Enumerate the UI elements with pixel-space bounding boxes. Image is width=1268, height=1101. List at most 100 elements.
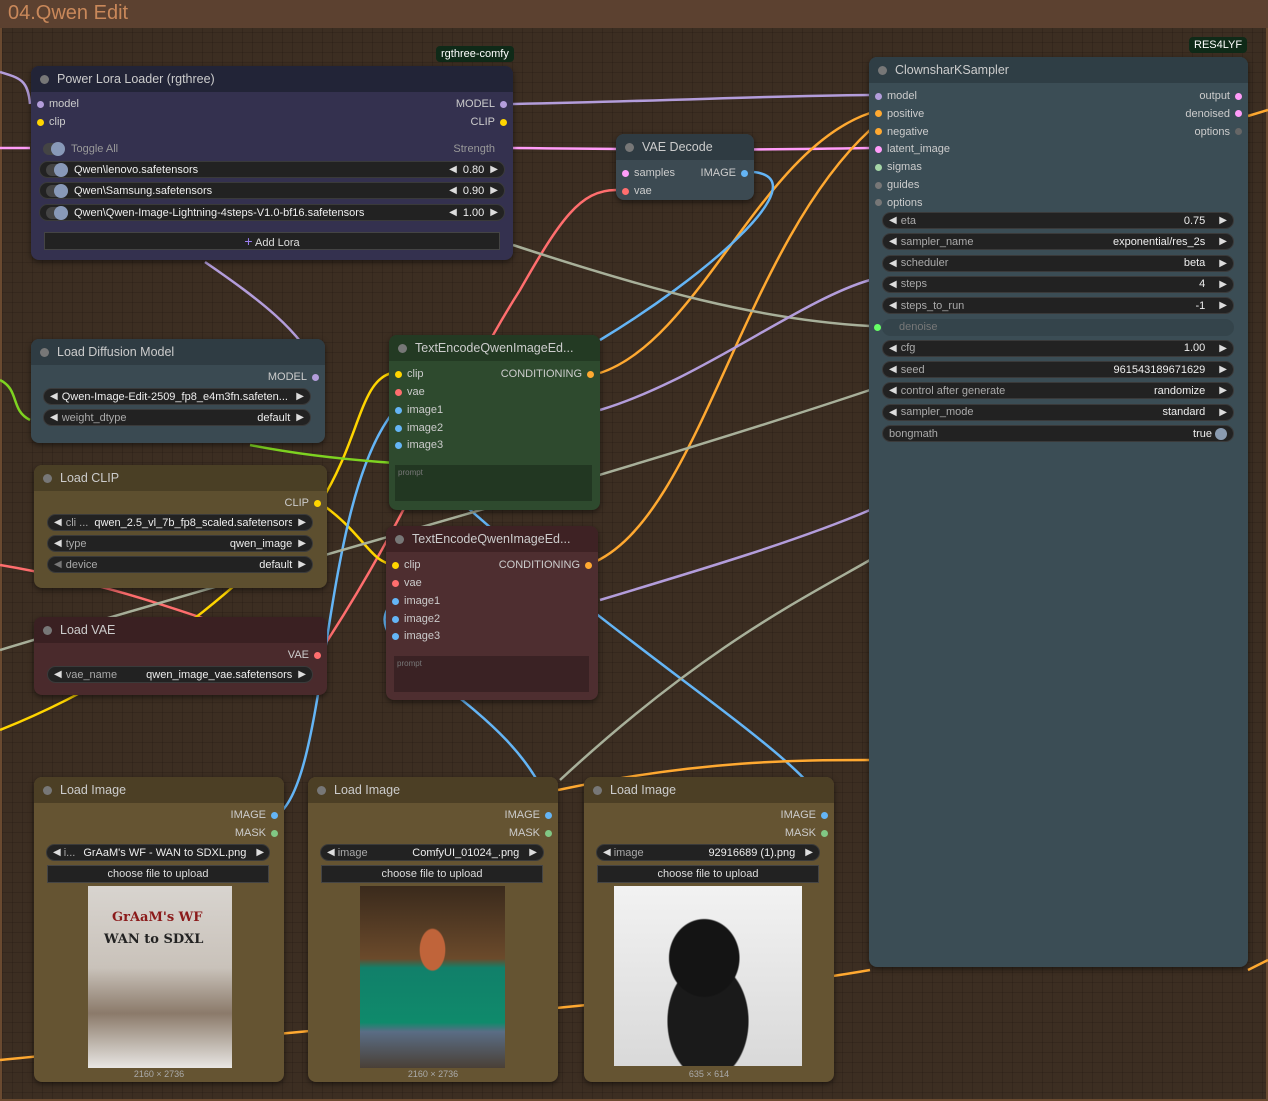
input-options[interactable]: options xyxy=(875,197,922,209)
input-vae[interactable]: vae xyxy=(395,386,425,398)
output-image[interactable]: IMAGE xyxy=(505,809,552,821)
clip-name-select[interactable]: ◀cli ...qwen_2.5_vl_7b_fp8_scaled.safete… xyxy=(47,514,313,531)
input-sigmas[interactable]: sigmas xyxy=(875,161,922,173)
prompt-textarea[interactable]: prompt xyxy=(395,465,592,501)
input-image3[interactable]: image3 xyxy=(395,439,443,451)
input-image1[interactable]: image1 xyxy=(395,404,443,416)
node-title[interactable]: Load Image xyxy=(308,777,558,803)
input-model[interactable]: model xyxy=(875,90,917,102)
node-title[interactable]: ClownsharKSampler xyxy=(869,57,1248,83)
increment-arrow-icon[interactable]: ▶ xyxy=(1219,257,1227,269)
output-mask[interactable]: MASK xyxy=(785,827,828,839)
output-model[interactable]: MODEL xyxy=(268,371,319,383)
vae-decode-node[interactable]: VAE Decode samples vae IMAGE xyxy=(616,134,754,200)
output-conditioning[interactable]: CONDITIONING xyxy=(499,559,592,571)
widget-denoise[interactable]: denoise xyxy=(882,318,1234,336)
output-image[interactable]: IMAGE xyxy=(701,167,748,179)
input-samples[interactable]: samples xyxy=(622,167,675,179)
increment-arrow-icon[interactable]: ▶ xyxy=(1219,364,1227,376)
group-title[interactable]: 04.Qwen Edit xyxy=(0,0,1268,28)
decrement-arrow-icon[interactable]: ◀ xyxy=(889,364,897,376)
node-title[interactable]: Load Image xyxy=(34,777,284,803)
load-diffusion-model-node[interactable]: Load Diffusion Model MODEL ◀Qwen-Image-E… xyxy=(31,339,325,443)
node-title[interactable]: VAE Decode xyxy=(616,134,754,160)
input-clip[interactable]: clip xyxy=(395,368,424,380)
choose-file-upload-button[interactable]: choose file to upload xyxy=(321,865,543,883)
input-clip[interactable]: clip xyxy=(392,559,421,571)
text-encode-positive-node[interactable]: TextEncodeQwenImageEd... clip vae image1… xyxy=(389,335,600,510)
choose-file-upload-button[interactable]: choose file to upload xyxy=(47,865,269,883)
load-clip-node[interactable]: Load CLIP CLIP ◀cli ...qwen_2.5_vl_7b_fp… xyxy=(34,465,327,588)
node-title[interactable]: Load CLIP xyxy=(34,465,327,491)
load-image-node[interactable]: Load Image IMAGE MASK ◀i...GrAaM's WF - … xyxy=(34,777,284,1082)
input-latent_image[interactable]: latent_image xyxy=(875,143,950,155)
decrement-arrow-icon[interactable]: ◀ xyxy=(889,278,897,290)
node-title[interactable]: Load Image xyxy=(584,777,834,803)
input-image2[interactable]: image2 xyxy=(392,613,440,625)
increment-arrow-icon[interactable]: ▶ xyxy=(1219,236,1227,248)
increment-arrow-icon[interactable]: ▶ xyxy=(1219,215,1227,226)
increment-arrow-icon[interactable]: ▶ xyxy=(1219,300,1227,312)
node-title[interactable]: Power Lora Loader (rgthree) xyxy=(31,66,513,92)
node-title[interactable]: TextEncodeQwenImageEd... xyxy=(389,335,600,361)
lora-row[interactable]: Qwen\lenovo.safetensors◀0.80▶ xyxy=(39,161,505,178)
lora-row[interactable]: Qwen\Samsung.safetensors◀0.90▶ xyxy=(39,182,505,199)
input-image3[interactable]: image3 xyxy=(392,630,440,642)
output-image[interactable]: IMAGE xyxy=(231,809,278,821)
output-clip[interactable]: CLIP xyxy=(285,497,321,509)
increment-arrow-icon[interactable]: ▶ xyxy=(1219,385,1227,397)
input-vae[interactable]: vae xyxy=(622,185,652,197)
image-select[interactable]: ◀i...GrAaM's WF - WAN to SDXL.png▶ xyxy=(46,844,270,861)
output-clip[interactable]: CLIP xyxy=(471,116,507,128)
choose-file-upload-button[interactable]: choose file to upload xyxy=(597,865,819,883)
decrement-arrow-icon[interactable]: ◀ xyxy=(889,215,897,226)
output-options[interactable]: options xyxy=(1195,126,1242,138)
text-encode-negative-node[interactable]: TextEncodeQwenImageEd... clip vae image1… xyxy=(386,526,598,700)
input-clip[interactable]: clip xyxy=(37,116,66,128)
increment-arrow-icon[interactable]: ▶ xyxy=(1219,278,1227,290)
input-model[interactable]: model xyxy=(37,98,79,110)
power-lora-loader-node[interactable]: Power Lora Loader (rgthree) model clip M… xyxy=(31,66,513,260)
increment-arrow-icon[interactable]: ▶ xyxy=(1219,342,1227,354)
decrement-arrow-icon[interactable]: ◀ xyxy=(889,300,897,312)
decrement-arrow-icon[interactable]: ◀ xyxy=(889,406,897,418)
output-vae[interactable]: VAE xyxy=(288,649,321,661)
output-mask[interactable]: MASK xyxy=(509,827,552,839)
unet-name-select[interactable]: ◀Qwen-Image-Edit-2509_fp8_e4m3fn.safeten… xyxy=(43,388,311,405)
increment-arrow-icon[interactable]: ▶ xyxy=(1219,406,1227,418)
input-negative[interactable]: negative xyxy=(875,126,929,138)
node-title[interactable]: Load VAE xyxy=(34,617,327,643)
node-title[interactable]: TextEncodeQwenImageEd... xyxy=(386,526,598,552)
decrement-arrow-icon[interactable]: ◀ xyxy=(889,342,897,354)
output-image[interactable]: IMAGE xyxy=(781,809,828,821)
prompt-textarea[interactable]: prompt xyxy=(394,656,589,692)
input-image2[interactable]: image2 xyxy=(395,422,443,434)
input-positive[interactable]: positive xyxy=(875,108,924,120)
widget-steps-to-run[interactable]: ◀steps_to_run-1▶ xyxy=(882,297,1234,315)
output-model[interactable]: MODEL xyxy=(456,98,507,110)
decrement-arrow-icon[interactable]: ◀ xyxy=(889,385,897,397)
decrement-arrow-icon[interactable]: ◀ xyxy=(889,257,897,269)
output-output[interactable]: output xyxy=(1199,90,1242,102)
add-lora-button[interactable]: + Add Lora xyxy=(44,232,500,250)
clownshark-sampler-node[interactable]: ClownsharKSampler model positive negative l… xyxy=(869,57,1248,967)
node-title[interactable]: Load Diffusion Model xyxy=(31,339,325,365)
input-guides[interactable]: guides xyxy=(875,179,919,191)
